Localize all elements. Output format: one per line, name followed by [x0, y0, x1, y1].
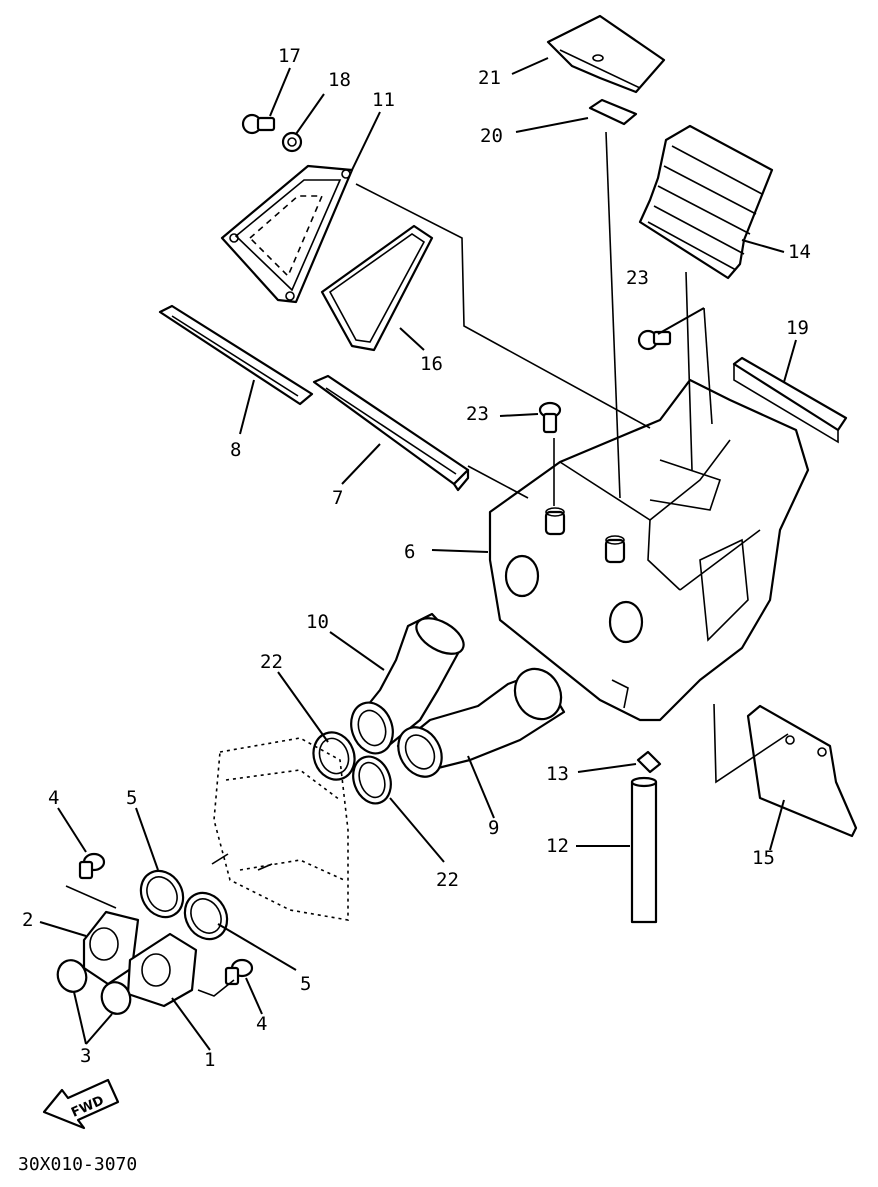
- part-5-clamp-right: [183, 891, 229, 941]
- part-10-joint-hose: [350, 612, 465, 755]
- label-12: 12: [546, 835, 569, 857]
- label-3: 3: [80, 1045, 91, 1067]
- part-1-manifold: [126, 932, 198, 1008]
- label-23-upper: 23: [626, 267, 649, 289]
- label-22-right: 22: [436, 869, 459, 891]
- fwd-direction-arrow: FWD: [42, 1078, 120, 1130]
- label-7: 7: [332, 487, 343, 509]
- part-9-joint-hose: [396, 667, 566, 778]
- label-23-lower: 23: [466, 403, 489, 425]
- label-2: 2: [22, 909, 33, 931]
- label-15: 15: [752, 847, 775, 869]
- label-19: 19: [786, 317, 809, 339]
- label-1: 1: [204, 1049, 215, 1071]
- part-23-bolt-lower: [538, 401, 562, 434]
- part-20-pad: [588, 98, 638, 126]
- part-23-bolt-upper: [637, 329, 672, 351]
- part-6-air-filter-case: [488, 378, 810, 722]
- part-17-bolt: [241, 113, 276, 135]
- label-10: 10: [306, 611, 329, 633]
- part-14-intake-duct: [638, 124, 774, 280]
- label-11: 11: [372, 89, 395, 111]
- label-13: 13: [546, 763, 569, 785]
- part-12-drain-tube: [630, 776, 658, 924]
- part-7-filter-element: [312, 374, 470, 492]
- label-20: 20: [480, 125, 503, 147]
- label-4-lower: 4: [256, 1013, 267, 1035]
- part-3-o-ring-right: [100, 981, 132, 1015]
- label-8: 8: [230, 439, 241, 461]
- part-5-clamp-left: [139, 869, 185, 919]
- part-15-plate: [746, 704, 858, 838]
- reference-code: 30X010-3070: [18, 1154, 137, 1175]
- part-19-foam-strip: [732, 356, 848, 444]
- part-16-gasket: [320, 224, 434, 352]
- label-5-lower: 5: [300, 973, 311, 995]
- label-22-left: 22: [260, 651, 283, 673]
- part-22-clamp-right: [352, 755, 392, 805]
- part-11-filter-cover: [220, 164, 354, 304]
- label-18: 18: [328, 69, 351, 91]
- part-18-washer: [281, 131, 303, 153]
- label-6: 6: [404, 541, 415, 563]
- part-4-screw-upper: [78, 852, 106, 880]
- label-21: 21: [478, 67, 501, 89]
- part-3-o-ring-left: [56, 959, 88, 993]
- label-9: 9: [488, 817, 499, 839]
- assembly-lines: [65, 131, 789, 997]
- label-4-upper: 4: [48, 787, 59, 809]
- label-17: 17: [278, 45, 301, 67]
- part-21-cover-plate: [546, 14, 666, 94]
- label-5-upper: 5: [126, 787, 137, 809]
- carburetor-outline: [213, 737, 349, 921]
- part-8-filter-element: [158, 304, 314, 406]
- part-4-screw-lower: [224, 958, 254, 986]
- label-16: 16: [420, 353, 443, 375]
- part-13-clip: [636, 750, 662, 774]
- label-14: 14: [788, 241, 811, 263]
- part-labels: 17 18 11 21 20 14 23 19 16 23 8 7 6 10 2…: [22, 45, 811, 1071]
- leader-lines: [39, 57, 797, 1051]
